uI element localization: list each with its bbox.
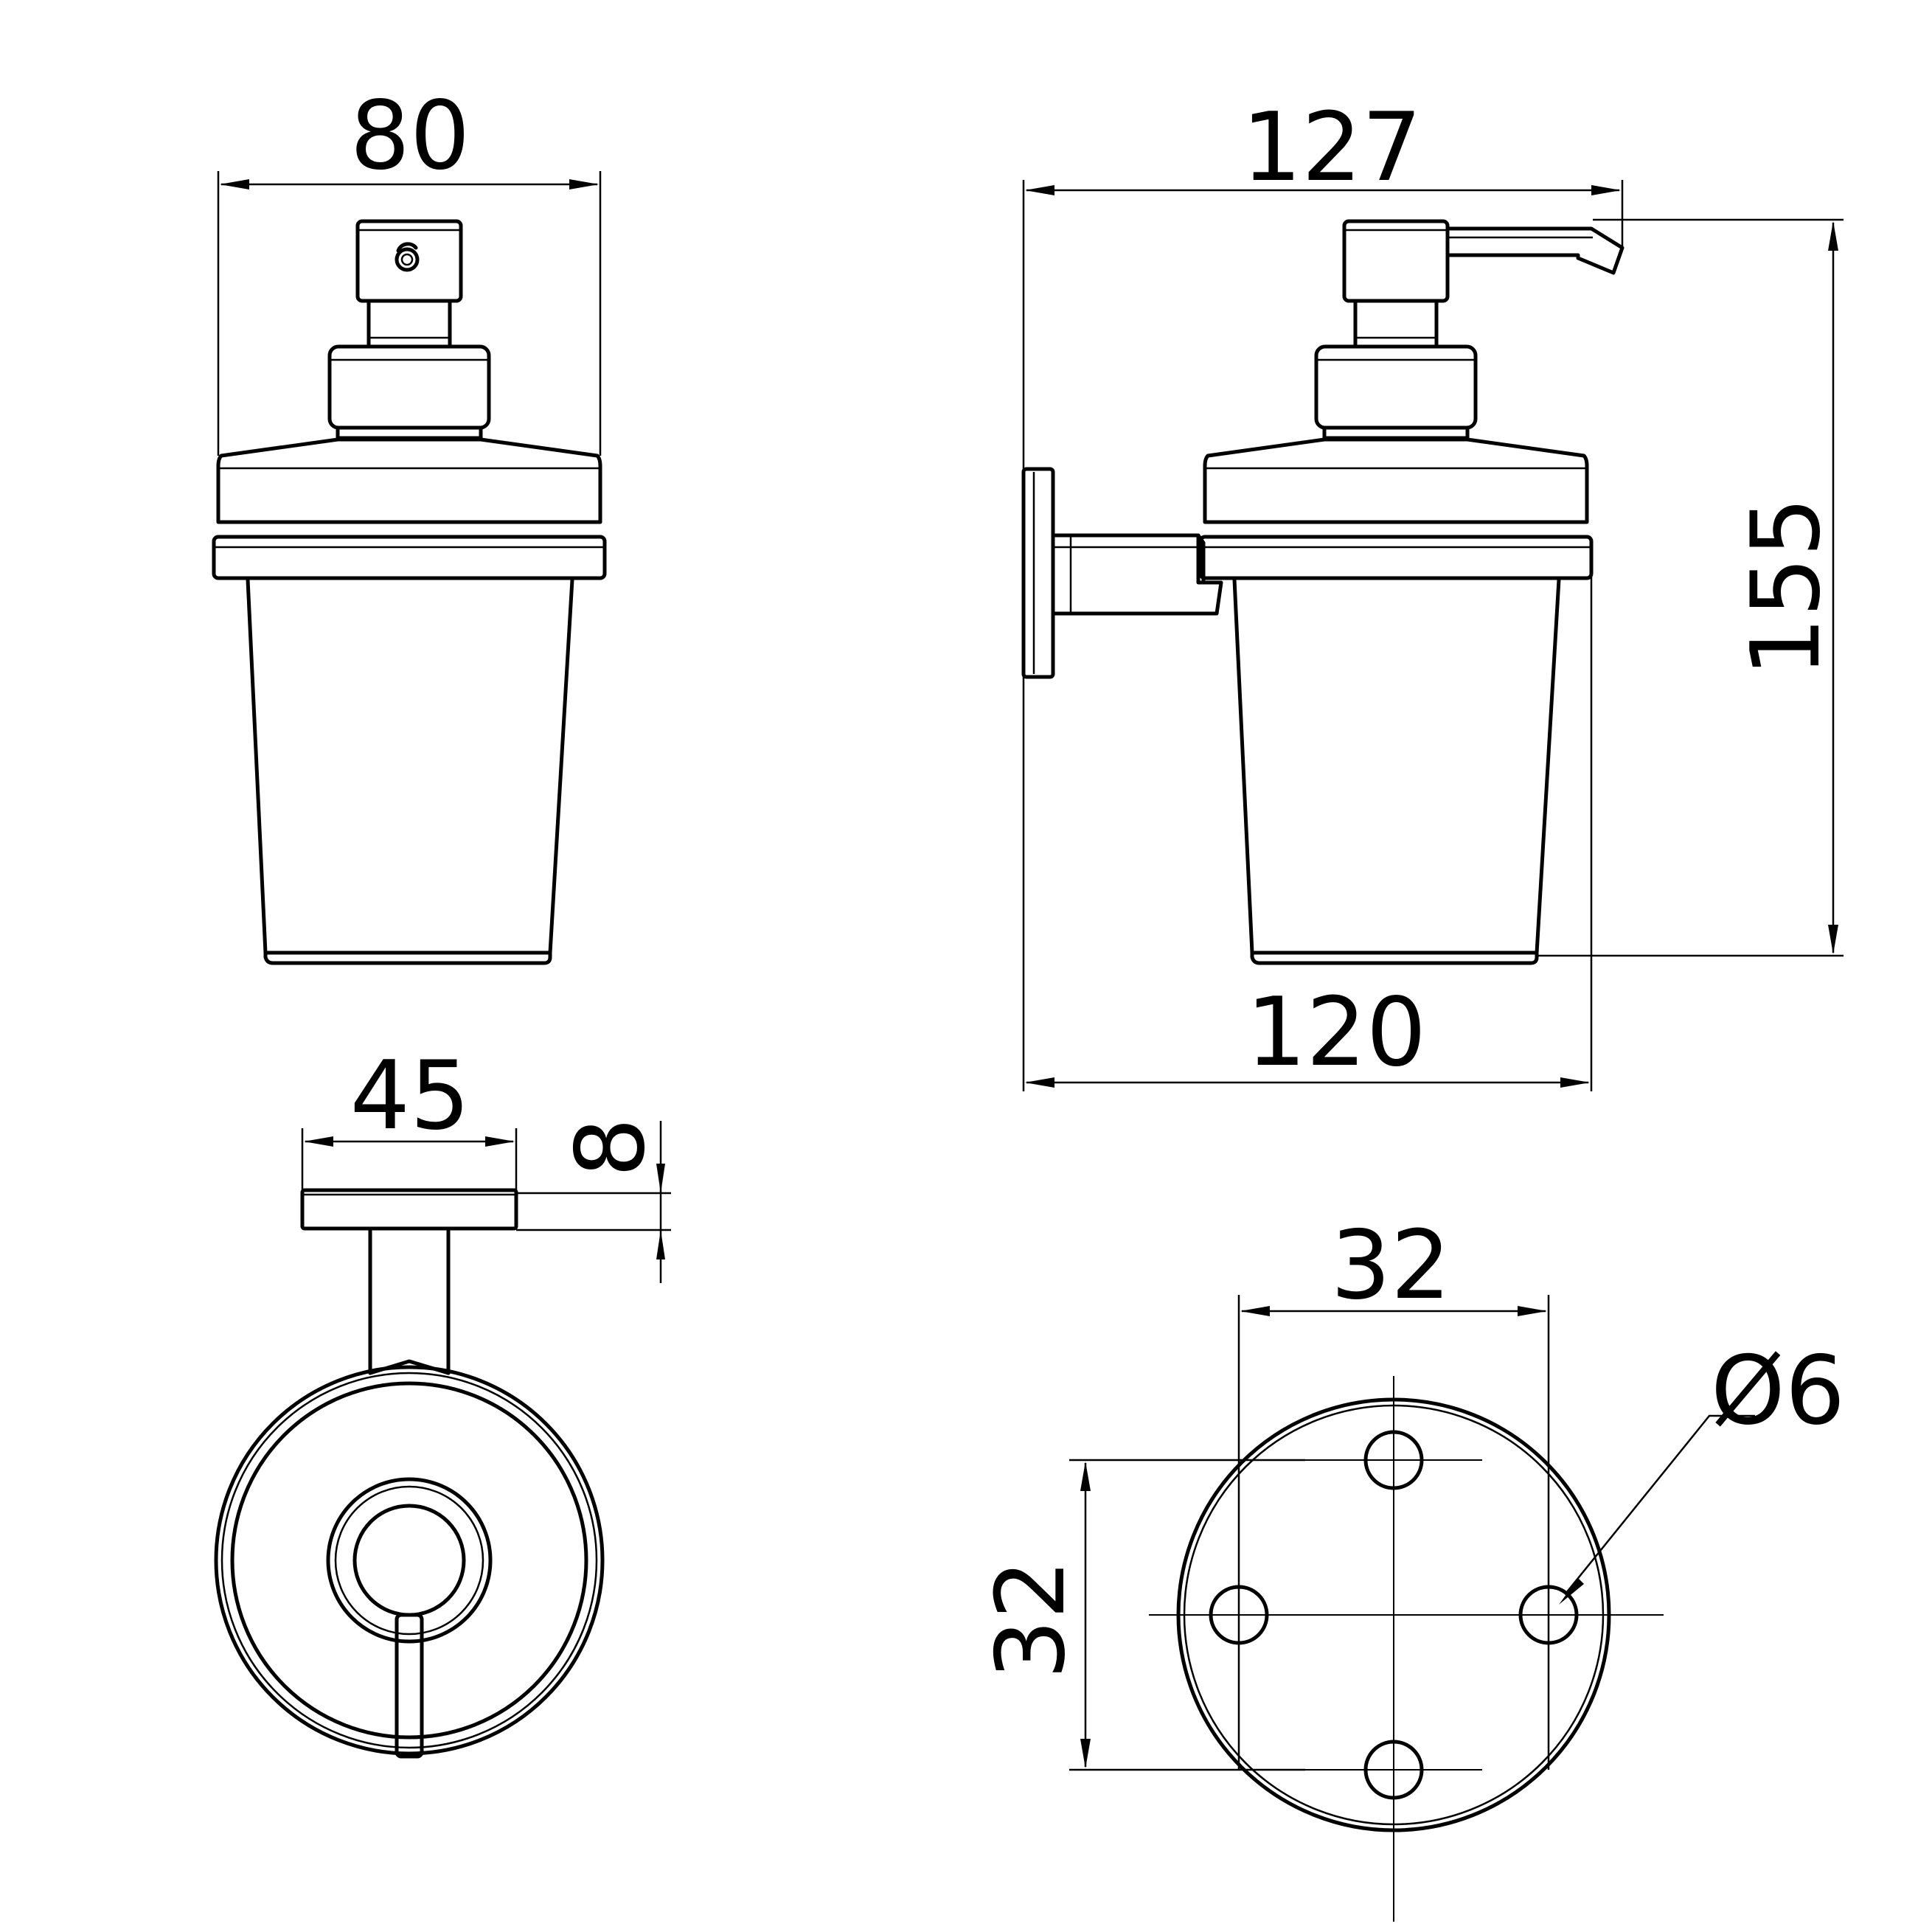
dim-label-155: 155 bbox=[1731, 497, 1841, 677]
top-collar bbox=[326, 1477, 493, 1644]
mounting-hole-bottom bbox=[1363, 1740, 1424, 1800]
side-lid bbox=[1203, 437, 1589, 524]
dim-label-32-horizontal: 32 bbox=[1331, 1211, 1451, 1321]
front-lid bbox=[216, 437, 602, 524]
side-wall-plate bbox=[1021, 467, 1055, 679]
side-view: 127 155 120 bbox=[1021, 93, 1844, 1091]
front-collar bbox=[327, 344, 491, 430]
dim-label-8: 8 bbox=[556, 1117, 666, 1177]
dim-label-120: 120 bbox=[1246, 978, 1426, 1088]
hole-diameter-leader bbox=[1566, 1414, 1755, 1594]
front-pump-head bbox=[355, 219, 463, 303]
side-pump-head bbox=[1342, 219, 1450, 303]
top-wall-plate bbox=[300, 1188, 518, 1231]
side-collar bbox=[1314, 344, 1478, 430]
dim-label-127: 127 bbox=[1242, 93, 1422, 203]
dim-label-32-vertical: 32 bbox=[976, 1560, 1086, 1680]
side-ring bbox=[1198, 535, 1594, 580]
top-lid-outer bbox=[214, 1365, 605, 1756]
front-ring bbox=[212, 535, 607, 580]
top-lid-inner bbox=[230, 1381, 588, 1740]
side-pump-stem bbox=[1353, 299, 1439, 349]
side-arm bbox=[1051, 533, 1223, 616]
front-view: 80 bbox=[212, 81, 607, 965]
side-container bbox=[1232, 577, 1561, 955]
plate-view: 32 32 Ø6 bbox=[976, 1211, 1845, 1922]
side-spout bbox=[1445, 226, 1625, 275]
dim-label-80: 80 bbox=[350, 81, 470, 191]
front-pump-stem bbox=[366, 299, 452, 349]
top-pump-head bbox=[352, 1504, 466, 1617]
front-container bbox=[246, 577, 574, 955]
dim-label-45: 45 bbox=[350, 1041, 470, 1151]
top-spout bbox=[395, 1613, 424, 1759]
mounting-hole-top bbox=[1363, 1430, 1424, 1490]
top-view: 45 8 bbox=[214, 1041, 671, 1759]
dim-label-hole-diameter: Ø6 bbox=[1711, 1336, 1845, 1446]
front-nozzle-icon bbox=[395, 247, 420, 272]
